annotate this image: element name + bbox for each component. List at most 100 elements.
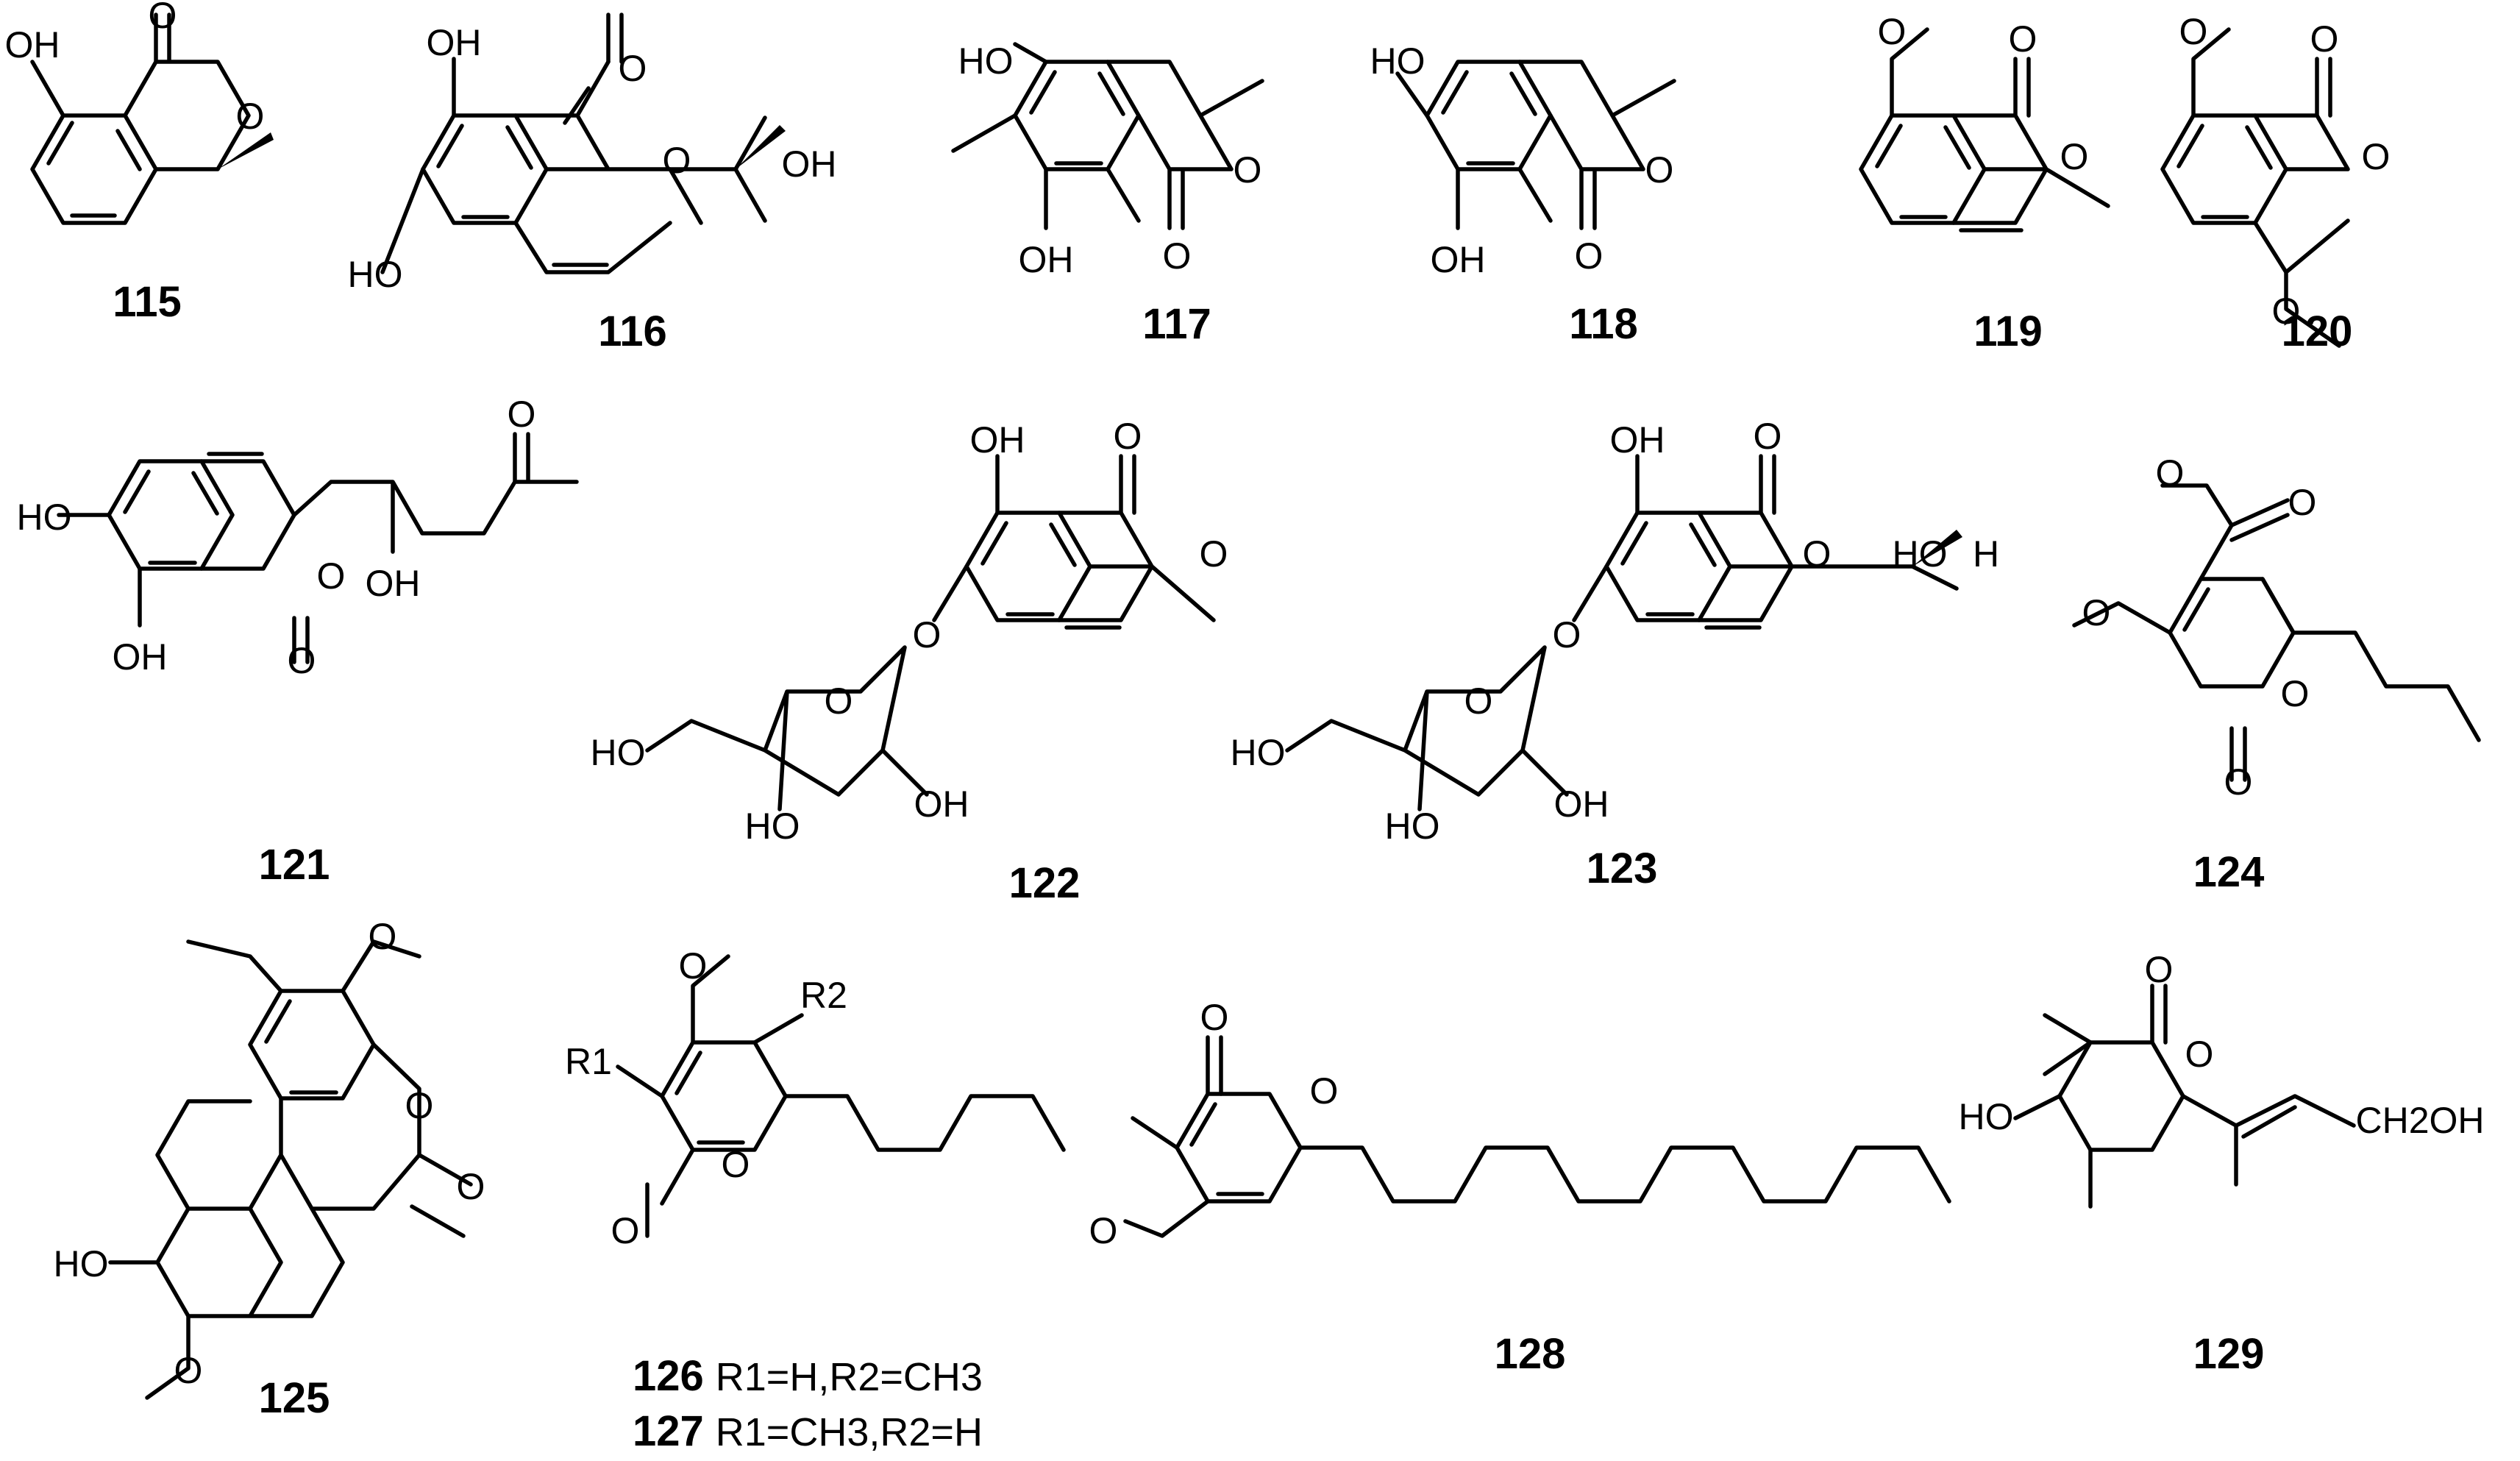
- atom-label: O: [1878, 11, 1907, 52]
- atom-label: HO: [1893, 533, 1948, 575]
- structure-123: OH O O HO H O O HO HO OH 123: [1231, 416, 2000, 892]
- compound-number: 116: [598, 308, 667, 355]
- structure-117: HO OH O O 117: [951, 40, 1264, 348]
- structure-120: O O O O 120: [2160, 11, 2391, 355]
- atom-label: O: [1200, 997, 1229, 1038]
- compound-number: 120: [2282, 308, 2353, 355]
- atom-label: HO: [745, 806, 800, 847]
- atom-label: O: [1200, 533, 1228, 575]
- compound-number: 119: [1973, 308, 2043, 355]
- atom-label: O: [174, 1350, 203, 1391]
- atom-label: O: [2009, 18, 2037, 60]
- compound-number: 121: [259, 841, 330, 889]
- atom-label: OH: [427, 22, 482, 63]
- atom-label: HO: [54, 1243, 109, 1284]
- atom-label: O: [913, 614, 942, 655]
- atom-label: OH: [1554, 783, 1609, 825]
- atom-label: O: [1645, 149, 1674, 191]
- r2-label: R2: [800, 975, 847, 1016]
- legend-126: 126 R1=H,R2=CH3: [633, 1352, 983, 1400]
- structure-122: OH O O O O HO HO OH 122: [591, 416, 1228, 907]
- structure-124: O O O O O 124: [2072, 452, 2481, 896]
- structure-121: HO OH O O OH O 121: [17, 394, 579, 889]
- atom-label: HO: [591, 732, 646, 773]
- atom-label: HO: [1370, 40, 1425, 82]
- compound-number: 124: [2193, 848, 2265, 896]
- atom-label: O: [825, 680, 853, 722]
- atom-label: OH: [1019, 239, 1074, 280]
- r-group-legend: 126 R1=H,R2=CH3 127 R1=CH3,R2=H: [633, 1352, 983, 1455]
- atom-label: O: [1553, 614, 1581, 655]
- structure-129: O O HO CH2OH 129: [1959, 949, 2485, 1378]
- legend-127: 127 R1=CH3,R2=H: [633, 1407, 983, 1455]
- structure-115: OH O O 115: [5, 0, 274, 326]
- atom-label: O: [369, 916, 397, 957]
- atom-label: O: [149, 0, 177, 36]
- atom-label: O: [236, 96, 265, 137]
- atom-label: O: [1803, 533, 1832, 575]
- compound-number: 123: [1587, 845, 1658, 892]
- atom-label: OH: [970, 419, 1025, 461]
- atom-label: O: [2272, 291, 2301, 332]
- atom-label: O: [619, 48, 647, 89]
- atom-label: O: [2288, 482, 2317, 523]
- atom-label: O: [679, 945, 708, 987]
- atom-label: OH: [1431, 239, 1486, 280]
- atom-label: OH: [914, 783, 969, 825]
- atom-label: O: [2362, 136, 2391, 177]
- atom-label: O: [1163, 235, 1192, 277]
- atom-label: O: [2082, 592, 2111, 633]
- atom-label: O: [317, 555, 346, 597]
- atom-label: O: [1575, 235, 1604, 277]
- compound-number: 128: [1495, 1330, 1566, 1378]
- atom-label: H: [1973, 533, 1999, 575]
- compound-number: 122: [1009, 859, 1081, 907]
- atom-label: OH: [782, 143, 837, 185]
- atom-label: O: [2156, 452, 2185, 494]
- atom-label: O: [2281, 673, 2310, 714]
- atom-label: CH2OH: [2355, 1100, 2484, 1141]
- atom-label: HO: [1959, 1096, 2014, 1137]
- atom-label: O: [722, 1144, 750, 1185]
- atom-label: HO: [958, 40, 1014, 82]
- atom-label: O: [2145, 949, 2174, 990]
- structure-126-127: R1 R2 O O O: [565, 945, 1066, 1251]
- atom-label: O: [2179, 11, 2208, 52]
- atom-label: O: [1234, 149, 1262, 191]
- structure-125: O O O HO O 125: [54, 916, 485, 1422]
- atom-label: O: [2060, 136, 2089, 177]
- atom-label: O: [663, 140, 691, 181]
- atom-label: HO: [348, 254, 403, 295]
- compound-number: 129: [2193, 1330, 2265, 1378]
- atom-label: O: [1310, 1070, 1339, 1112]
- atom-label: O: [2224, 761, 2253, 803]
- atom-label: OH: [1610, 419, 1665, 461]
- structure-116: OH O O HO OH 116: [348, 13, 837, 355]
- atom-label: O: [611, 1210, 640, 1251]
- atom-label: O: [1754, 416, 1782, 457]
- atom-label: OH: [5, 24, 60, 65]
- compound-number: 115: [113, 278, 182, 326]
- atom-label: HO: [17, 497, 72, 538]
- structure-118: HO OH O O 118: [1370, 40, 1676, 348]
- atom-label: O: [405, 1085, 434, 1126]
- atom-label: OH: [366, 563, 421, 604]
- structure-119: O O O 119: [1859, 11, 2110, 355]
- atom-label: OH: [113, 636, 168, 678]
- r1-label: R1: [565, 1041, 612, 1082]
- atom-label: O: [508, 394, 536, 435]
- atom-label: HO: [1385, 806, 1440, 847]
- compound-number: 125: [259, 1374, 330, 1422]
- atom-label: O: [2185, 1034, 2214, 1075]
- atom-label: O: [288, 640, 316, 681]
- atom-label: O: [1464, 680, 1493, 722]
- atom-label: O: [2310, 18, 2339, 60]
- atom-label: O: [1114, 416, 1142, 457]
- compound-number: 118: [1569, 300, 1638, 348]
- atom-label: HO: [1231, 732, 1286, 773]
- structure-128: O O O 128: [1089, 997, 1951, 1378]
- atom-label: O: [457, 1166, 485, 1207]
- atom-label: O: [1089, 1210, 1118, 1251]
